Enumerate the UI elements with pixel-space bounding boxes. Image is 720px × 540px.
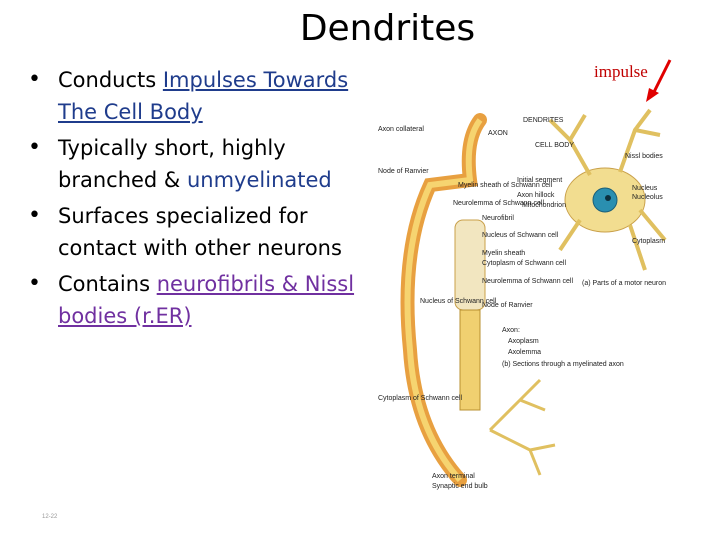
label-cytoplasm-schwann: Cytoplasm of Schwann cell — [482, 260, 566, 267]
label-neurolemma-2: Neurolemma of Schwann cell — [482, 278, 573, 285]
footnote: 12-22 — [42, 514, 58, 520]
highlight-text: Impulses Towards The Cell Body — [58, 68, 349, 124]
label-part-a: (a) Parts of a motor neuron — [582, 280, 666, 287]
impulse-label: impulse — [594, 62, 648, 81]
label-axon-collateral: Axon collateral — [378, 126, 424, 133]
dendrite-branches — [548, 108, 667, 271]
impulse-arrow-icon — [646, 59, 672, 102]
label-synaptic-end-bulb: Synaptic end bulb — [432, 483, 488, 490]
label-axon-hillock: Axon hillock — [517, 192, 555, 199]
label-node-of-ranvier: Node of Ranvier — [378, 168, 429, 175]
label-cytoplasm-of-schwann: Cytoplasm of Schwann cell — [378, 395, 462, 402]
label-node-of-ranvier-2: Node of Ranvier — [482, 302, 533, 309]
label-cell-body: CELL BODY — [535, 142, 574, 149]
label-myelin-sheath: Myelin sheath — [482, 250, 525, 257]
label-nucleus: Nucleus — [632, 185, 658, 192]
slide-title: Dendrites — [299, 8, 476, 49]
label-nucleolus: Nucleolus — [632, 194, 663, 201]
axon-section-b — [459, 309, 481, 411]
label-nissl-bodies: Nissl bodies — [625, 153, 663, 160]
label-nucleus-schwann: Nucleus of Schwann cell — [482, 232, 559, 239]
label-neurolemma: Neurolemma of Schwann cell — [453, 200, 544, 207]
axon-core — [404, 118, 483, 483]
axon-terminal-branches — [488, 378, 556, 476]
label-part-b: (b) Sections through a myelinated axon — [502, 361, 624, 368]
label-myelin-sheath-schwann: Myelin sheath of Schwann cell — [458, 182, 553, 189]
bullet-list: Conducts Impulses Towards The Cell Body … — [28, 64, 368, 336]
axon-section-a — [454, 219, 486, 311]
label-initial-segment: Initial segment — [517, 177, 562, 184]
nucleus — [592, 187, 618, 213]
nucleolus — [605, 195, 611, 201]
highlight-text: unmyelinated — [186, 168, 332, 192]
neuron-diagram: Axon collateral AXON DENDRITES CELL BODY… — [378, 108, 667, 490]
bullet-item: Contains neurofibrils & Nissl bodies (r.… — [28, 268, 368, 332]
label-axolemma: Axolemma — [508, 349, 541, 356]
label-axoplasm: Axoplasm — [508, 338, 539, 345]
bullet-item: Typically short, highly branched & unmye… — [28, 132, 368, 196]
highlight-text: neurofibrils & Nissl bodies (r.ER) — [58, 272, 355, 328]
bullet-item: Surfaces specialized for contact with ot… — [28, 200, 368, 264]
label-axon: AXON — [488, 130, 508, 137]
label-neurofibril: Neurofibril — [482, 215, 514, 222]
label-nucleus-of-schwann: Nucleus of Schwann cell — [420, 298, 497, 305]
label-axon-heading: Axon: — [502, 327, 520, 334]
label-dendrites: DENDRITES — [523, 117, 564, 124]
bullet-item: Conducts Impulses Towards The Cell Body — [28, 64, 368, 128]
label-axon-terminal: Axon terminal — [432, 473, 475, 480]
label-cytoplasm: Cytoplasm — [632, 238, 665, 245]
label-mitochondrion: Mitochondrion — [522, 202, 566, 209]
